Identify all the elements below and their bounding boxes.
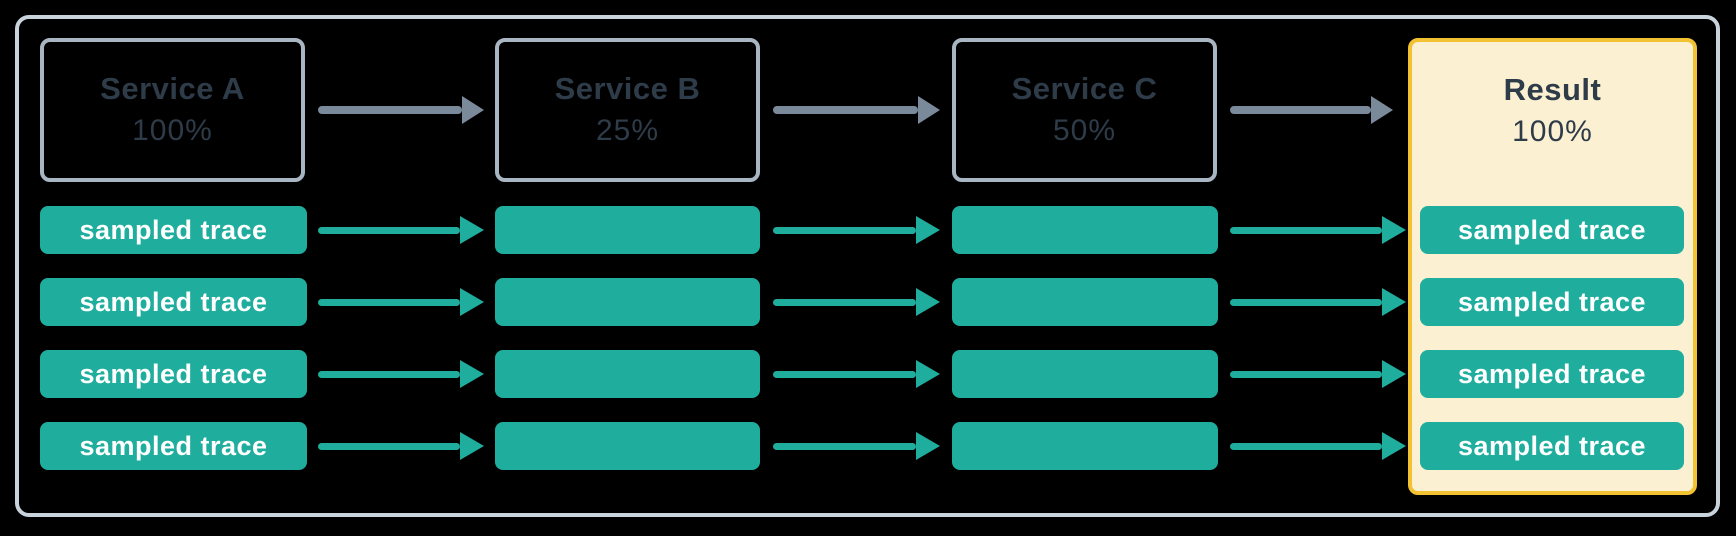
arrow-shaft xyxy=(318,226,460,234)
arrow-trace-a-to-b-row-1 xyxy=(318,216,484,244)
arrow-trace-b-to-c-row-4 xyxy=(773,432,940,460)
arrow-trace-c-to-result-row-2 xyxy=(1230,288,1406,316)
arrow-trace-b-to-c-row-3 xyxy=(773,360,940,388)
trace-pill-result-2: sampled trace xyxy=(1420,278,1684,326)
service-a-box: Service A 100% xyxy=(40,38,305,182)
trace-pill-a-2: sampled trace xyxy=(40,278,307,326)
trace-pill-result-3: sampled trace xyxy=(1420,350,1684,398)
trace-pill-a-4: sampled trace xyxy=(40,422,307,470)
trace-pill-result-1: sampled trace xyxy=(1420,206,1684,254)
arrow-shaft xyxy=(1230,370,1382,378)
arrow-trace-c-to-result-row-1 xyxy=(1230,216,1406,244)
trace-pill-b-3 xyxy=(495,350,760,398)
arrowhead-icon xyxy=(460,288,484,316)
trace-pill-b-1 xyxy=(495,206,760,254)
arrow-shaft xyxy=(318,298,460,306)
arrow-trace-a-to-b-row-3 xyxy=(318,360,484,388)
service-c-box: Service C 50% xyxy=(952,38,1217,182)
arrowhead-icon xyxy=(916,432,940,460)
service-c-title: Service C xyxy=(1011,71,1158,106)
arrowhead-icon xyxy=(1371,96,1393,124)
arrow-shaft xyxy=(773,298,916,306)
arrow-trace-c-to-result-row-3 xyxy=(1230,360,1406,388)
trace-pill-c-3 xyxy=(952,350,1218,398)
arrow-trace-b-to-c-row-2 xyxy=(773,288,940,316)
trace-pill-result-4: sampled trace xyxy=(1420,422,1684,470)
service-b-title: Service B xyxy=(554,71,701,106)
arrowhead-icon xyxy=(916,216,940,244)
arrowhead-icon xyxy=(1382,288,1406,316)
arrowhead-icon xyxy=(1382,360,1406,388)
arrowhead-icon xyxy=(1382,216,1406,244)
arrowhead-icon xyxy=(918,96,940,124)
trace-pill-a-3: sampled trace xyxy=(40,350,307,398)
arrow-shaft xyxy=(318,370,460,378)
arrow-shaft xyxy=(773,106,918,114)
result-sample-rate: 100% xyxy=(1512,115,1593,148)
arrow-trace-c-to-result-row-4 xyxy=(1230,432,1406,460)
arrow-service-c-to-result xyxy=(1230,96,1393,124)
trace-pill-b-2 xyxy=(495,278,760,326)
arrow-shaft xyxy=(318,106,462,114)
arrow-shaft xyxy=(1230,298,1382,306)
trace-pill-a-1: sampled trace xyxy=(40,206,307,254)
trace-pill-c-2 xyxy=(952,278,1218,326)
arrow-shaft xyxy=(318,442,460,450)
arrow-trace-a-to-b-row-2 xyxy=(318,288,484,316)
trace-pill-b-4 xyxy=(495,422,760,470)
arrowhead-icon xyxy=(460,360,484,388)
arrow-shaft xyxy=(773,370,916,378)
service-a-sample-rate: 100% xyxy=(132,114,213,147)
service-a-title: Service A xyxy=(100,71,245,106)
arrow-trace-a-to-b-row-4 xyxy=(318,432,484,460)
arrow-shaft xyxy=(773,226,916,234)
service-b-box: Service B 25% xyxy=(495,38,760,182)
diagram-outer-frame xyxy=(15,15,1720,517)
arrowhead-icon xyxy=(916,360,940,388)
arrow-service-a-to-b xyxy=(318,96,484,124)
arrowhead-icon xyxy=(460,216,484,244)
arrowhead-icon xyxy=(1382,432,1406,460)
result-title: Result xyxy=(1503,72,1602,107)
arrow-shaft xyxy=(1230,442,1382,450)
arrow-shaft xyxy=(1230,106,1371,114)
arrow-shaft xyxy=(773,442,916,450)
arrowhead-icon xyxy=(460,432,484,460)
result-box: Result 100% xyxy=(1408,38,1697,495)
arrow-shaft xyxy=(1230,226,1382,234)
service-b-sample-rate: 25% xyxy=(595,114,660,147)
arrow-service-b-to-c xyxy=(773,96,940,124)
service-c-sample-rate: 50% xyxy=(1052,114,1117,147)
arrow-trace-b-to-c-row-1 xyxy=(773,216,940,244)
arrowhead-icon xyxy=(916,288,940,316)
trace-pill-c-1 xyxy=(952,206,1218,254)
arrowhead-icon xyxy=(462,96,484,124)
trace-pill-c-4 xyxy=(952,422,1218,470)
